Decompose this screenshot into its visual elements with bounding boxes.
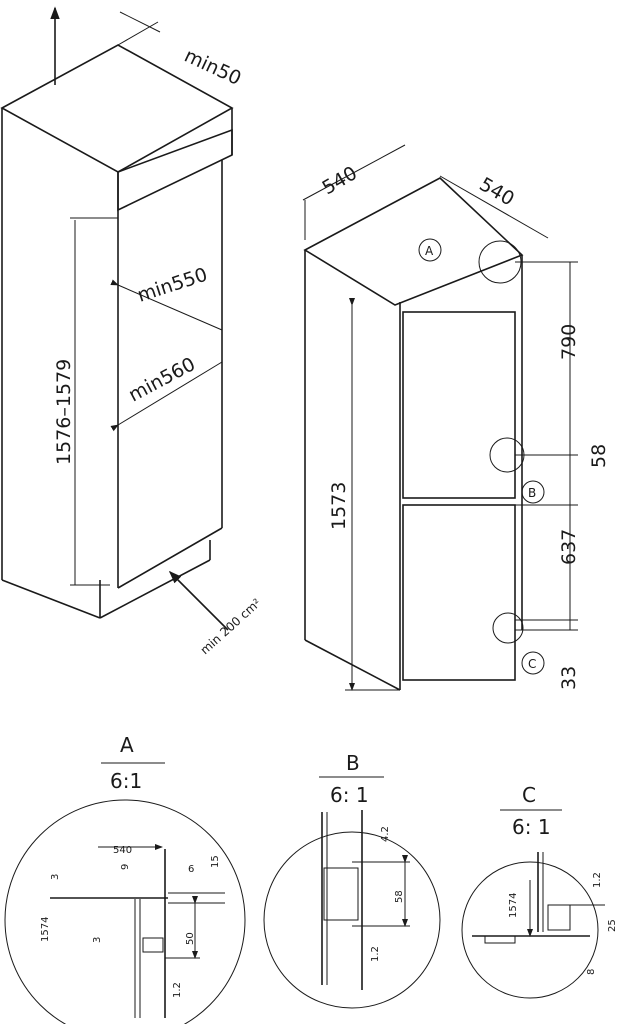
- dim-a-540: 540: [113, 845, 132, 856]
- callout-a: A: [425, 244, 434, 258]
- detail-b: B 6: 1 4.2 58 1.2: [263, 751, 441, 1009]
- niche-drawing: min50 min550 min560 1576–1579 min 200 cm…: [0, 6, 264, 658]
- dim-a-15: 15: [210, 855, 221, 868]
- detail-b-scale: 6: 1: [330, 783, 369, 807]
- dim-c-1-2: 1.2: [592, 872, 603, 888]
- bottom-gap-label: 33: [558, 666, 580, 690]
- lower-door: [402, 504, 516, 681]
- detail-a: A 6:1 540 9 6 15 3 1574 3 50 1.2: [4, 733, 246, 1024]
- min-top-gap-label: min50: [181, 45, 245, 90]
- dim-b-1-2: 1.2: [370, 946, 381, 962]
- depth-label: 540: [476, 173, 518, 210]
- callout-circle-b: [489, 437, 525, 473]
- middle-gap-label: 58: [588, 444, 610, 468]
- callout-c: C: [528, 657, 536, 671]
- dim-a-1574: 1574: [40, 917, 51, 942]
- dim-a-3-bottom: 3: [92, 937, 103, 943]
- detail-c-scale: 6: 1: [512, 815, 551, 839]
- callout-circle-a: [478, 240, 522, 284]
- dim-b-4-2: 4.2: [380, 826, 391, 842]
- dim-a-50: 50: [185, 932, 196, 945]
- detail-c-title: C: [522, 783, 536, 807]
- ventilation-label: min 200 cm²: [198, 596, 264, 658]
- appliance-drawing: A B C 540 540 1573 790 58 637 33: [302, 144, 610, 691]
- dim-b-58: 58: [394, 890, 405, 903]
- callout-circle-c: [492, 612, 524, 644]
- height-label: 1573: [328, 482, 350, 530]
- dim-c-25: 25: [607, 919, 618, 932]
- dim-c-8: 8: [586, 969, 597, 975]
- upper-section-label: 790: [558, 324, 580, 360]
- callout-b: B: [528, 486, 536, 500]
- dim-a-6: 6: [188, 864, 194, 875]
- dim-a-1-2: 1.2: [172, 982, 183, 998]
- width-label: 540: [319, 162, 361, 199]
- detail-a-scale: 6:1: [110, 769, 142, 793]
- dim-c-1574: 1574: [508, 893, 519, 918]
- lower-section-label: 637: [558, 529, 580, 565]
- upper-door: [402, 311, 516, 499]
- min-width-label: min550: [135, 264, 210, 307]
- detail-c: C 6: 1 1574 1.2 25 8: [461, 783, 618, 999]
- dim-a-9: 9: [120, 864, 131, 870]
- vent-arrow-icon: [168, 570, 229, 631]
- niche-height-label: 1576–1579: [53, 359, 75, 465]
- detail-a-title: A: [120, 733, 134, 757]
- dim-a-3-top: 3: [50, 874, 61, 880]
- detail-b-title: B: [346, 751, 360, 775]
